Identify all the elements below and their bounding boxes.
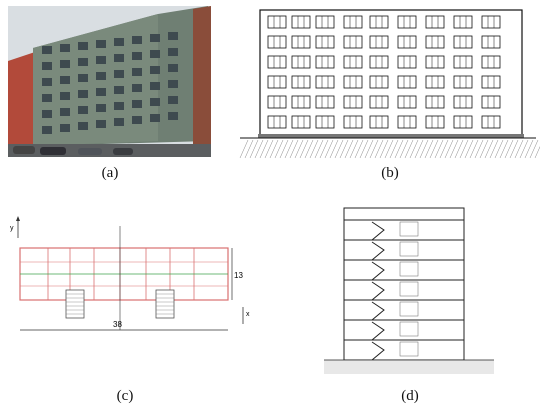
plan-x-axis: x [246,311,250,318]
caption-d: (d) [401,388,419,404]
elevation-drawing [236,4,544,160]
building-photo [8,6,211,157]
floor-plan-drawing: y x 38 13 [8,212,258,345]
caption-c: (c) [116,388,134,404]
section-drawing [324,202,494,374]
caption-b: (b) [381,165,399,181]
plan-depth-dimension: 13 [234,271,243,280]
caption-a: (a) [101,165,119,181]
plan-y-axis: y [10,225,14,232]
plan-width-dimension: 38 [113,320,122,329]
